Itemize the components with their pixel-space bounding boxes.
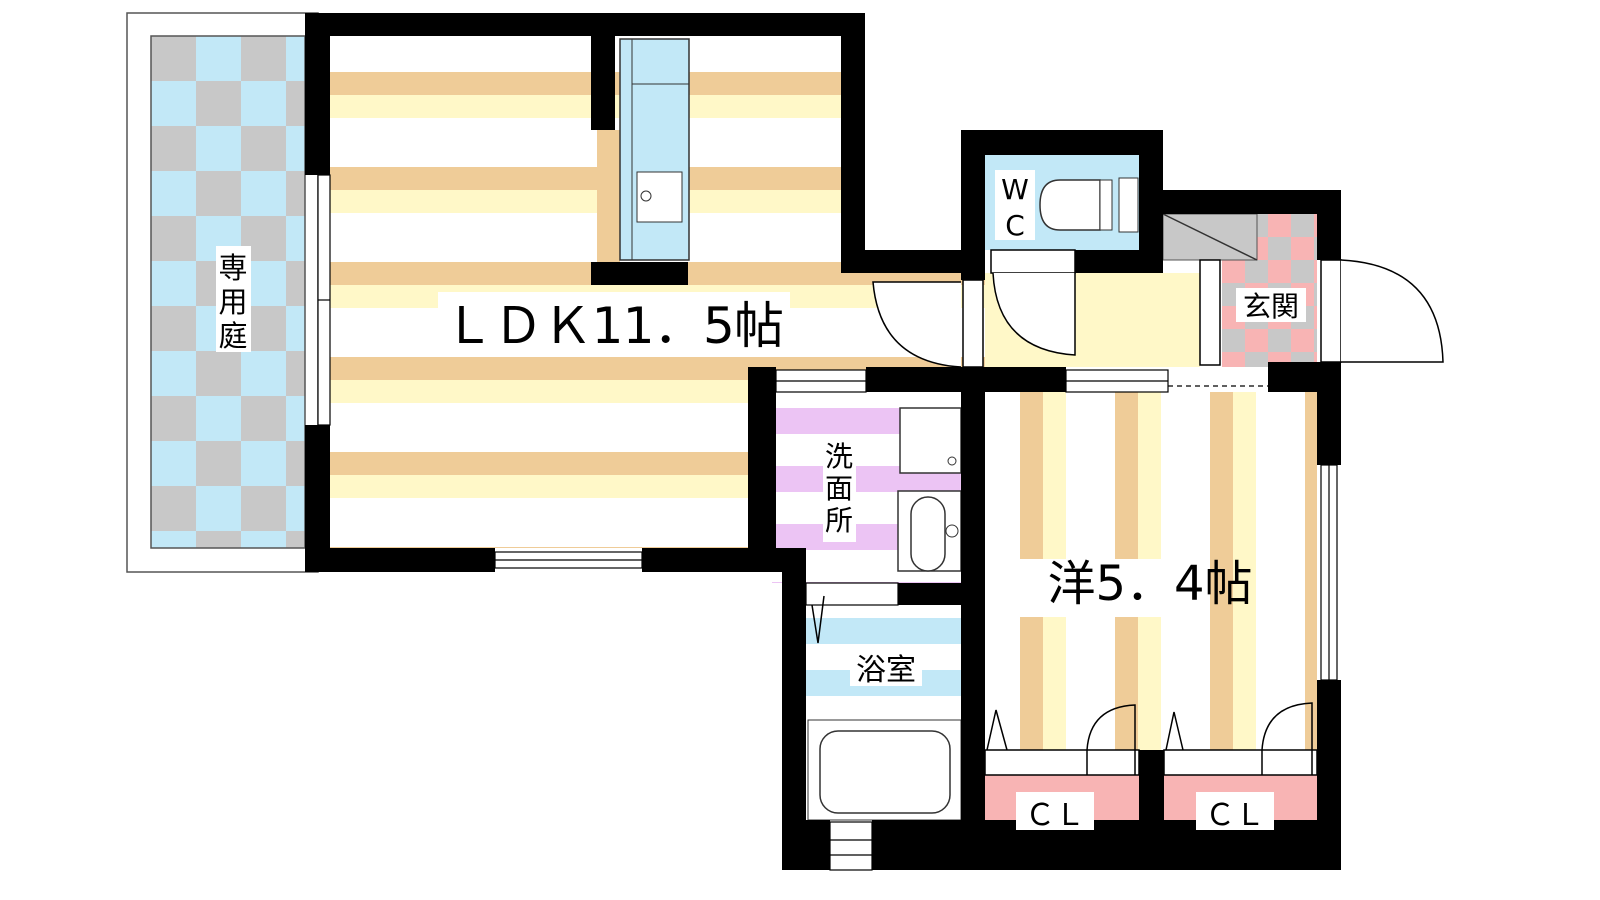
private-garden — [126, 12, 319, 573]
bathroom-label: 浴室 — [856, 653, 916, 688]
wash-basin — [897, 490, 962, 572]
washroom-label: 洗 面 所 — [823, 440, 856, 542]
svg-text:専: 専 — [218, 251, 247, 285]
wc-label-c: C — [1005, 209, 1025, 242]
toilet — [1039, 177, 1139, 233]
closet-left-label: ＣＬ — [1025, 798, 1085, 833]
garden-label: 専 用 庭 — [216, 246, 251, 353]
windows — [317, 174, 1338, 871]
svg-text:所: 所 — [825, 504, 853, 537]
svg-text:洗: 洗 — [825, 440, 853, 473]
svg-text:面: 面 — [825, 472, 853, 505]
closet-right-label: ＣＬ — [1205, 798, 1265, 833]
western-room-label: 洋5．4帖 — [1048, 556, 1253, 612]
walls — [305, 13, 1341, 870]
svg-text:庭: 庭 — [218, 319, 247, 353]
entrance-label: 玄関 — [1243, 290, 1299, 323]
bathtub — [807, 719, 962, 821]
ldk-label: ＬＤＫ11．5帖 — [444, 297, 784, 355]
wc-label-w: W — [1001, 173, 1029, 206]
doors — [811, 249, 1444, 644]
svg-text:用: 用 — [218, 285, 247, 319]
washing-machine-space — [899, 407, 962, 474]
kitchen-counter — [597, 38, 690, 262]
